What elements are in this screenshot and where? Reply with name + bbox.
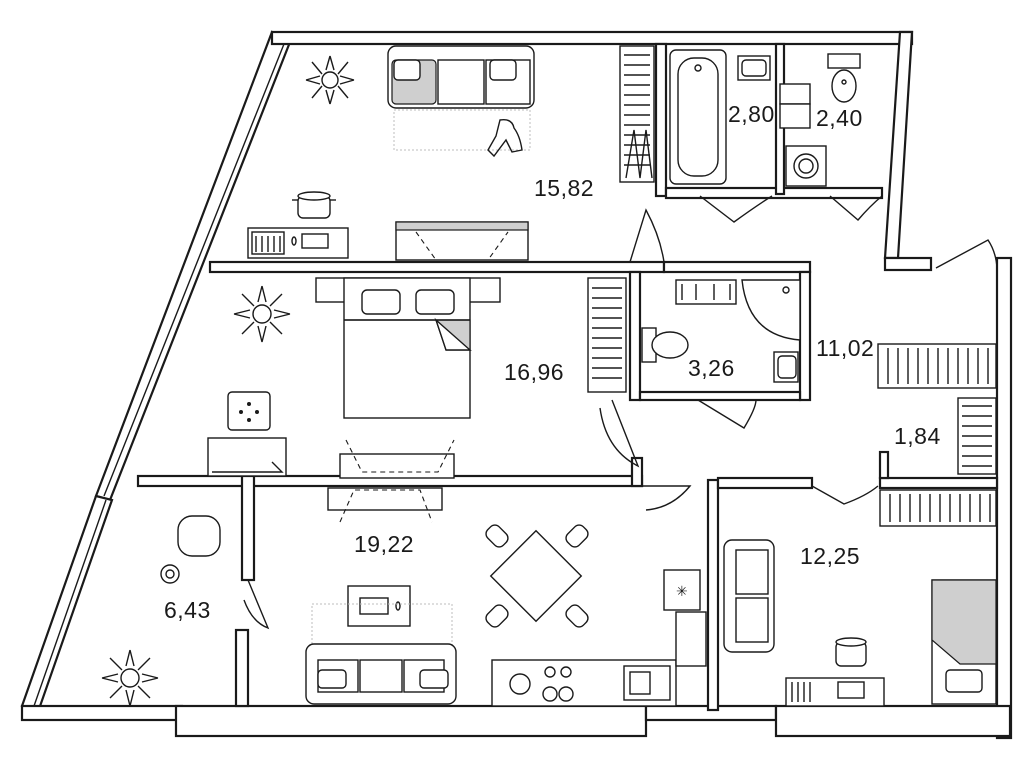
desk-kitchen [347, 585, 411, 627]
desk-top [247, 227, 349, 259]
area-label-bedroom: 16,96 [504, 359, 564, 385]
plant-icon-loggia [101, 649, 159, 707]
tv-unit-kitchen [327, 487, 443, 523]
rug-top [393, 109, 531, 151]
bathtub-icon [669, 49, 727, 185]
area-label-kitchen-living: 19,22 [354, 531, 414, 557]
area-label-bath-1: 2,80 [728, 101, 775, 127]
sink-icon-1 [737, 55, 771, 81]
area-label-loggia: 6,43 [164, 597, 211, 623]
outer-walls [20, 30, 1013, 740]
toilet-icon-1 [827, 53, 861, 103]
area-label-storage: 1,84 [894, 423, 941, 449]
interior-walls [136, 42, 999, 712]
area-label-hall: 11,02 [816, 335, 874, 361]
doors [243, 195, 998, 630]
area-label-wc: 2,40 [816, 105, 863, 131]
area-label-living-top: 15,82 [534, 175, 594, 201]
dog-icon [487, 118, 523, 158]
washer-icon [779, 83, 827, 187]
dresser-bedroom [207, 437, 455, 479]
armchair-loggia [160, 515, 221, 584]
nightstand-icon [227, 391, 271, 431]
area-label-bath-2: 3,26 [688, 355, 735, 381]
bed-icon [315, 277, 501, 419]
pot-icon-bedroom2 [835, 637, 867, 667]
wardrobe-top [619, 45, 655, 183]
area-label-bedroom-2: 12,25 [800, 543, 860, 569]
pot-icon-top [292, 191, 336, 219]
desk-bedroom2 [785, 677, 885, 707]
wardrobe-hall [877, 343, 997, 527]
svg-text:✳: ✳ [676, 584, 688, 600]
bath2-fixtures [641, 279, 801, 383]
dining-table-icon [485, 524, 589, 628]
bed-bedroom2 [931, 579, 997, 705]
plant-icon-top [305, 55, 355, 105]
wardrobe-bedroom [587, 277, 627, 393]
kitchen-counter: ✳ [491, 569, 707, 707]
sofa-kitchen [305, 643, 457, 705]
tv-unit-top [395, 221, 529, 261]
sofa-bedroom2 [723, 539, 775, 653]
plant-icon-bedroom [233, 285, 291, 343]
sofa-top [387, 45, 535, 109]
